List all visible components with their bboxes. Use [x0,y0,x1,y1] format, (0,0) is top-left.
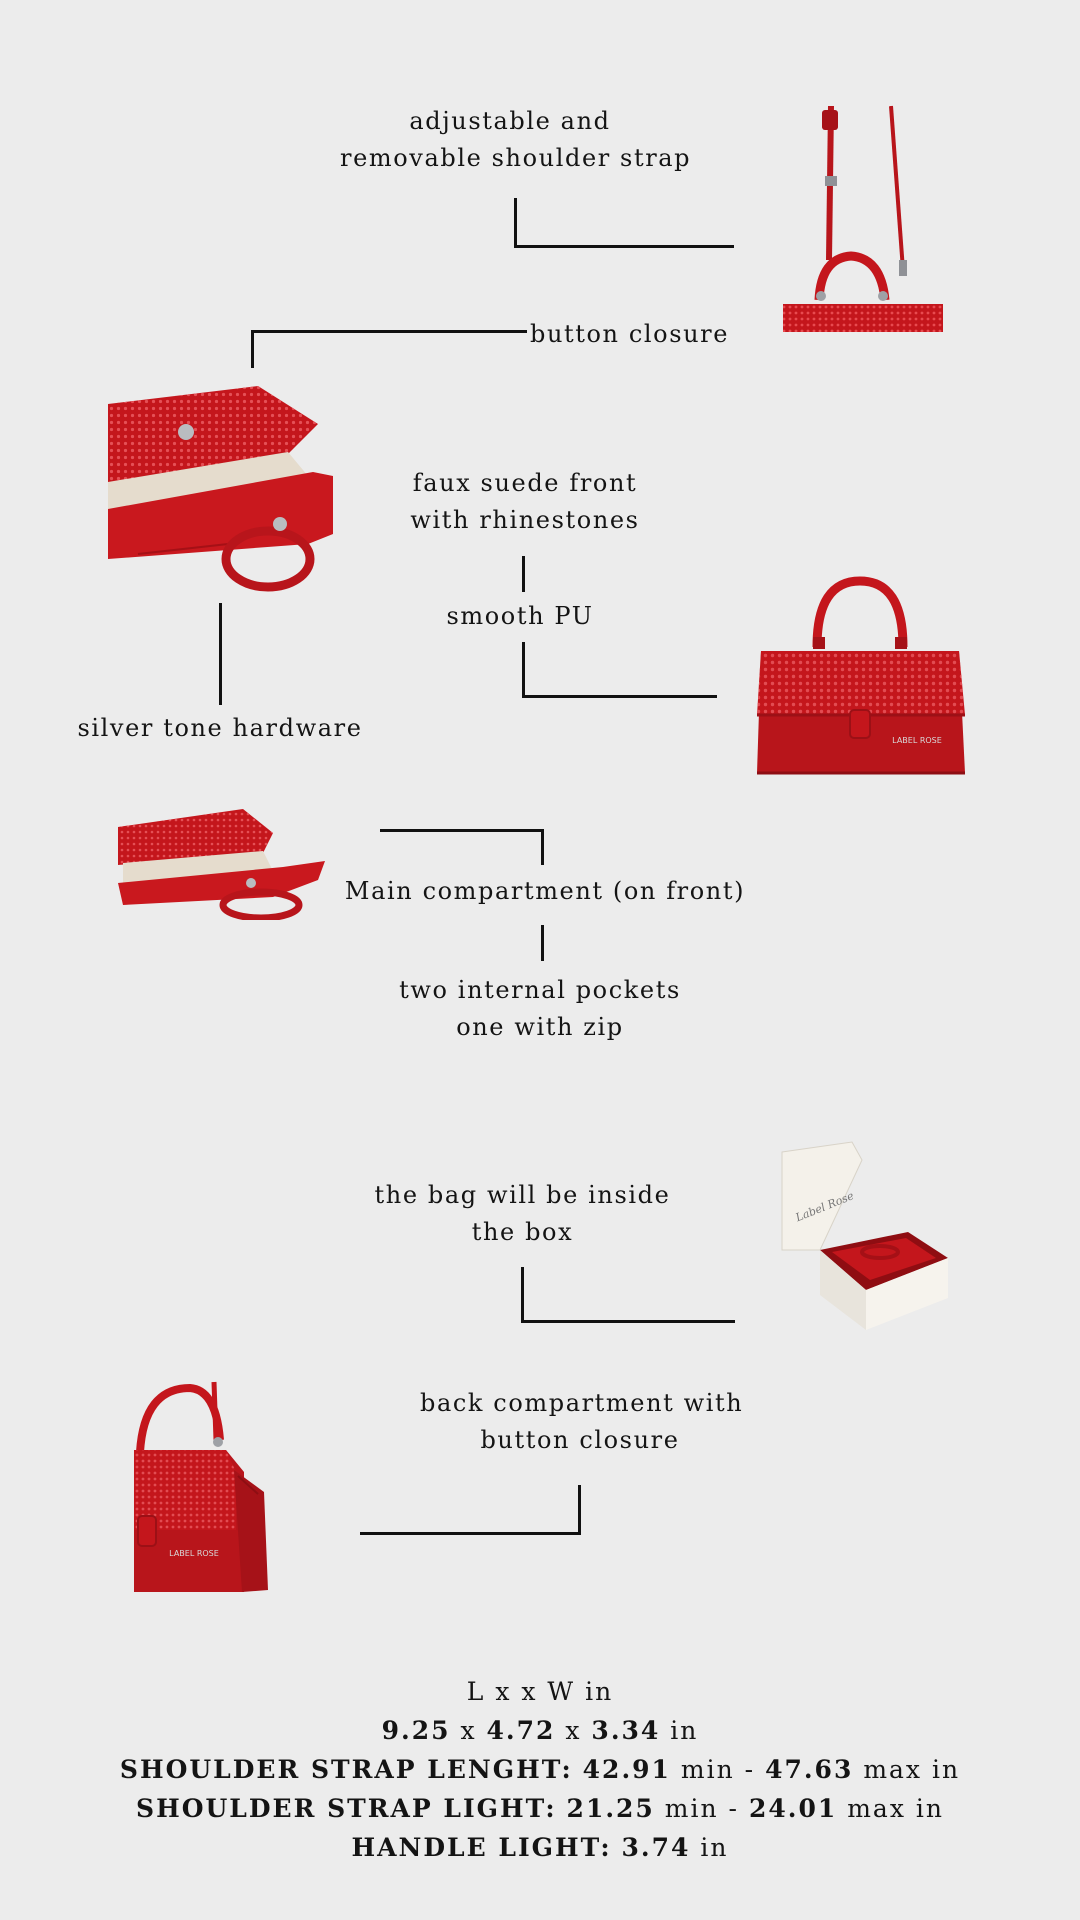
back-line-v [578,1485,581,1535]
side-bag-image: LABEL ROSE [134,1380,272,1596]
open-bag-image [108,384,333,594]
dims-row: 9.25 x 4.72 x 3.34 in [381,1716,699,1745]
front-bag-image: LABEL ROSE [755,575,965,775]
box-line-v [521,1267,524,1323]
svg-text:LABEL ROSE: LABEL ROSE [169,1549,219,1558]
button-closure-label: button closure [530,320,730,348]
button-line-v [251,330,254,368]
silver-hardware-label: silver tone hardware [77,714,363,742]
pockets-label: two internal pockets one with zip [399,976,681,1041]
strap-detail-image [775,100,945,332]
main-compartment-image [113,805,325,920]
box-label: the bag will be inside the box [374,1181,671,1246]
strap-label: adjustable and removable shoulder strap [340,107,692,172]
strap-line-v [514,198,517,248]
pu-line-h [522,695,717,698]
strap-light-row: SHOULDER STRAP LIGHT: 21.25 min - 24.01 … [136,1794,944,1823]
pockets-line-v [541,925,544,961]
box-line-h [521,1320,735,1323]
strap-length-row: SHOULDER STRAP LENGHT: 42.91 min - 47.63… [119,1755,961,1784]
gift-box-image: Label Rose [780,1140,952,1332]
back-line-h [360,1532,581,1535]
dims-header: L x x W in [466,1677,614,1706]
strap-line-h [514,245,734,248]
suede-label: faux suede front with rhinestones [410,469,640,534]
handle-light-row: HANDLE LIGHT: 3.74 in [351,1833,729,1862]
main-line-h [380,829,544,832]
pu-line-v [522,642,525,698]
smooth-pu-label: smooth PU [446,602,594,630]
main-compartment-label: Main compartment (on front) [344,877,746,905]
dimensions-specs: L x x W in 9.25 x 4.72 x 3.34 in SHOULDE… [0,1672,1080,1867]
hardware-line-v [219,603,222,705]
suede-line-v [522,556,525,592]
main-line-v [541,829,544,865]
button-line-h [251,330,527,333]
back-compartment-label: back compartment with button closure [420,1389,744,1454]
svg-text:LABEL ROSE: LABEL ROSE [892,736,942,745]
